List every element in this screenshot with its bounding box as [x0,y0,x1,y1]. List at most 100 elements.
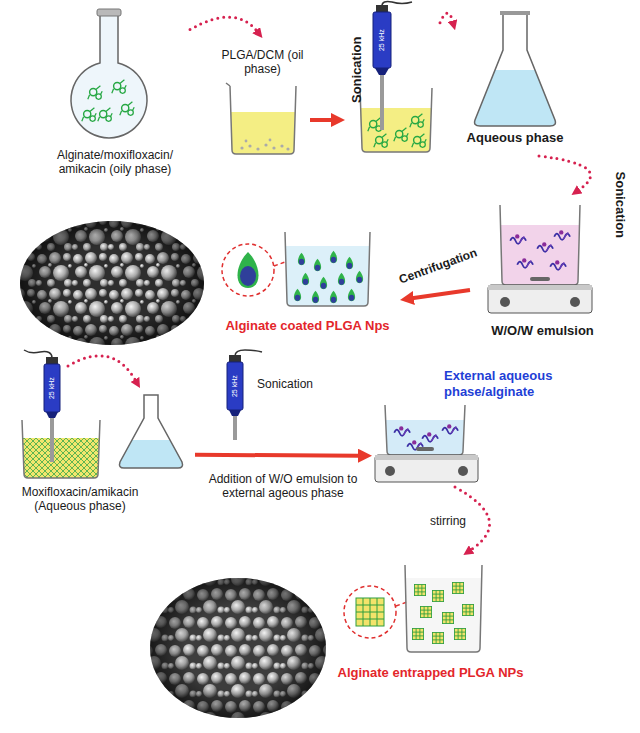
entrapped-nanoparticles [412,628,423,639]
stirrer-beaker [488,285,592,290]
stirrer-beaker [554,230,570,240]
flask-step: Alginate/moxifloxacin/ amikacin (oily ph… [40,8,190,188]
step-label: Sonication [245,377,325,391]
entrapped-nanoparticles [406,578,481,652]
label-holder: 25 kHz [218,382,252,390]
label-holder: 25 kHz [35,384,69,392]
beaker-step: PLGA/DCM (oil phase) [215,38,310,155]
stirrer-beaker [422,432,438,442]
erlenmeyer-flask [475,11,556,126]
entrapped-nanoparticles [452,582,463,593]
beaker [269,139,272,142]
stirrer-beaker [530,277,550,281]
beaker [280,144,283,147]
dotted-arrow [68,356,136,380]
coated-nanoparticles [294,289,301,301]
sonicator [375,68,389,75]
coated-nanoparticles [330,291,337,303]
stirrer-beaker [375,455,478,482]
label-holder: stirring [423,514,473,528]
stirrer-beaker [394,426,410,436]
product-step: Alginate entrapped PLGA NPs [328,555,533,687]
entrapped-nanoparticles [405,565,482,652]
round-flask [97,9,121,16]
round-flask [120,102,134,116]
stirrer-beaker [458,466,468,476]
sonication-step: Sonication [345,8,440,156]
sonicator-probe [227,350,262,440]
label-holder: Sonication [575,197,640,213]
coated-nanoparticles [298,253,305,265]
stirrer-beaker [375,405,478,482]
sonicator [360,2,432,153]
product-step: Alginate coated PLGA Nps [215,218,400,343]
stirring-step: External aqueous phase/alginate [372,362,572,487]
sem-image [150,578,326,718]
dotted-arrow [190,17,257,31]
round-flask [71,9,147,138]
beaker [256,147,259,150]
stirrer-beaker [501,225,579,285]
entrapped-nanoparticles [432,590,443,601]
stirrer-beaker [517,258,533,268]
round-flask [98,108,112,122]
stirrer-beaker [488,205,592,313]
coated-nanoparticles [312,291,319,303]
label-holder: 25 kHz [365,36,399,44]
round-flask [71,14,147,138]
erlenmeyer-flask [475,70,556,126]
erlenmeyer-flask [120,395,183,468]
beaker [272,146,275,149]
entrapped-nanoparticles [356,598,384,626]
erlenmeyer-flask [500,11,530,15]
stirrer-beaker [537,242,553,252]
sonicator [374,134,388,148]
sem-image [150,578,326,718]
sem-image [20,221,204,345]
coated-nanoparticles [348,289,355,301]
label-holder: Sonication [245,377,325,391]
sonicator-probe [227,362,243,410]
coated-nanoparticles [330,251,337,263]
coated-nanoparticles [320,277,327,289]
sonicator-probe [229,410,241,416]
process-arrow [195,453,360,458]
dotted-arrow [68,356,136,380]
stirrer-beaker [500,297,510,307]
beaker [226,83,296,154]
stirrer-beaker [385,466,395,476]
step-label: Alginate entrapped PLGA NPs [328,665,533,681]
dotted-arrow [539,156,591,190]
entrapped-nanoparticles [344,586,396,638]
coated-nanoparticles [346,257,353,269]
sonicator [46,412,58,418]
erlenmeyer-flask [120,395,183,468]
coated-nanoparticles [356,271,363,283]
beaker [286,147,289,150]
frequency-label: 25 kHz [48,371,56,405]
sonicator [394,128,408,142]
erlenmeyer-flask [475,14,556,126]
sem-image [20,221,204,345]
stirrer-beaker [488,285,592,313]
sem-image [20,221,204,345]
stirrer-beaker [510,234,526,244]
round-flask [88,86,102,100]
step-label: Alginate/moxifloxacin/ amikacin (oily ph… [40,148,190,177]
entrapped-nanoparticles [420,606,431,617]
sonicator [50,418,54,462]
coated-nanoparticles [338,273,345,285]
sonicator [410,114,424,128]
dotted-arrow [440,13,453,23]
entrapped-nanoparticles [442,612,453,623]
sonicator [380,75,384,130]
label-holder: Centrifugation [388,259,488,273]
sem-image [150,578,326,718]
stirrer-beaker [500,205,580,285]
sonicator [44,364,60,412]
stirrer-beaker [385,405,465,455]
edge-label: stirring [423,514,473,528]
beaker [240,146,243,149]
